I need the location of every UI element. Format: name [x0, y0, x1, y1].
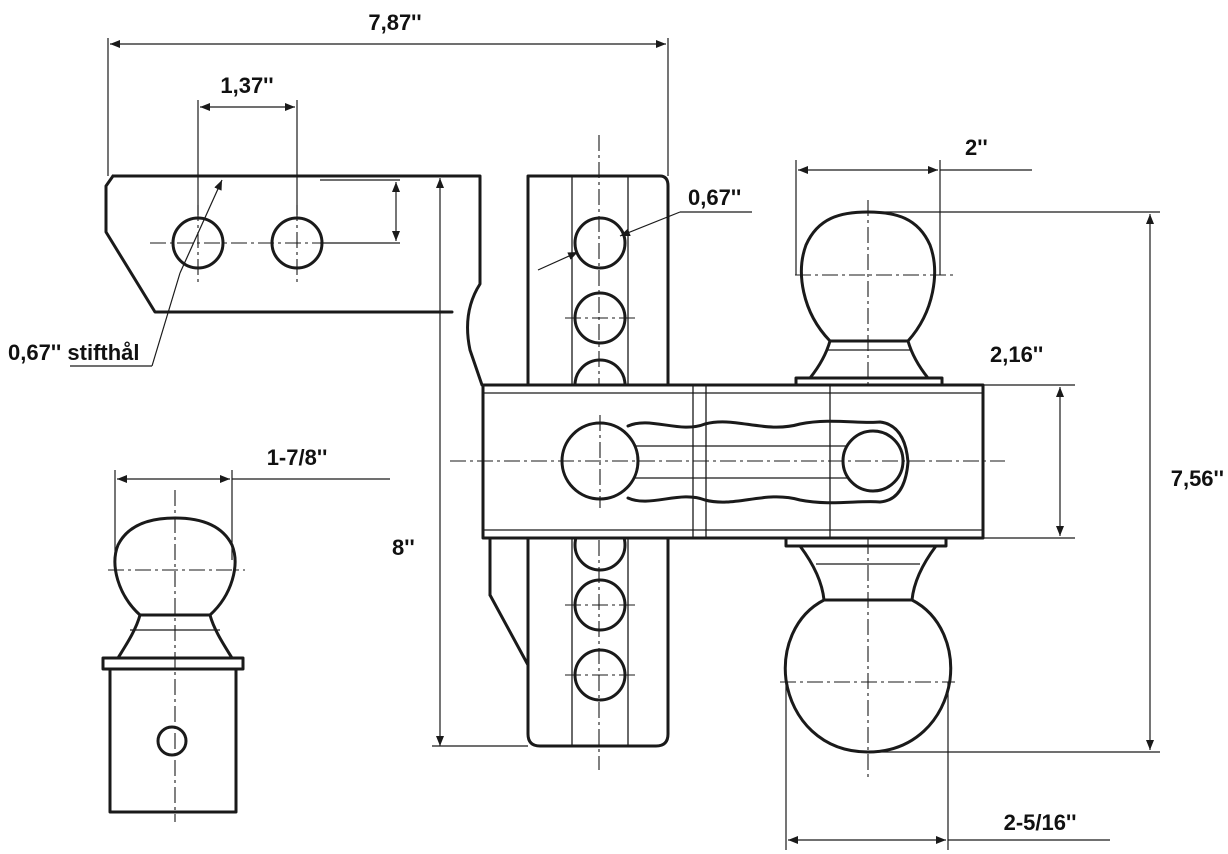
dimension-lines	[70, 38, 1160, 850]
label-overall-height: 8''	[392, 535, 415, 560]
small-hitch-ball	[101, 490, 245, 822]
small-ball-pin-hole	[156, 725, 188, 757]
receiver-shank	[104, 174, 530, 667]
label-bottom-ball: 2-5/16''	[1004, 810, 1077, 835]
label-pin-hole: 0,67'' stifthål	[8, 340, 140, 365]
label-top-ball: 2''	[965, 135, 988, 160]
top-hitch-ball	[794, 200, 955, 387]
label-tube-height: 2,16''	[990, 342, 1043, 367]
drop-hole-1	[573, 216, 627, 270]
bottom-hitch-ball	[780, 536, 955, 778]
label-hole-spacing: 1,37''	[220, 73, 273, 98]
ball-mount-block	[450, 383, 1005, 540]
label-shank-hole: 0,67''	[688, 185, 741, 210]
label-overall-width: 7,87''	[368, 10, 421, 35]
label-small-ball: 1-7/8''	[267, 445, 328, 470]
label-ball-span: 7,56''	[1171, 466, 1224, 491]
